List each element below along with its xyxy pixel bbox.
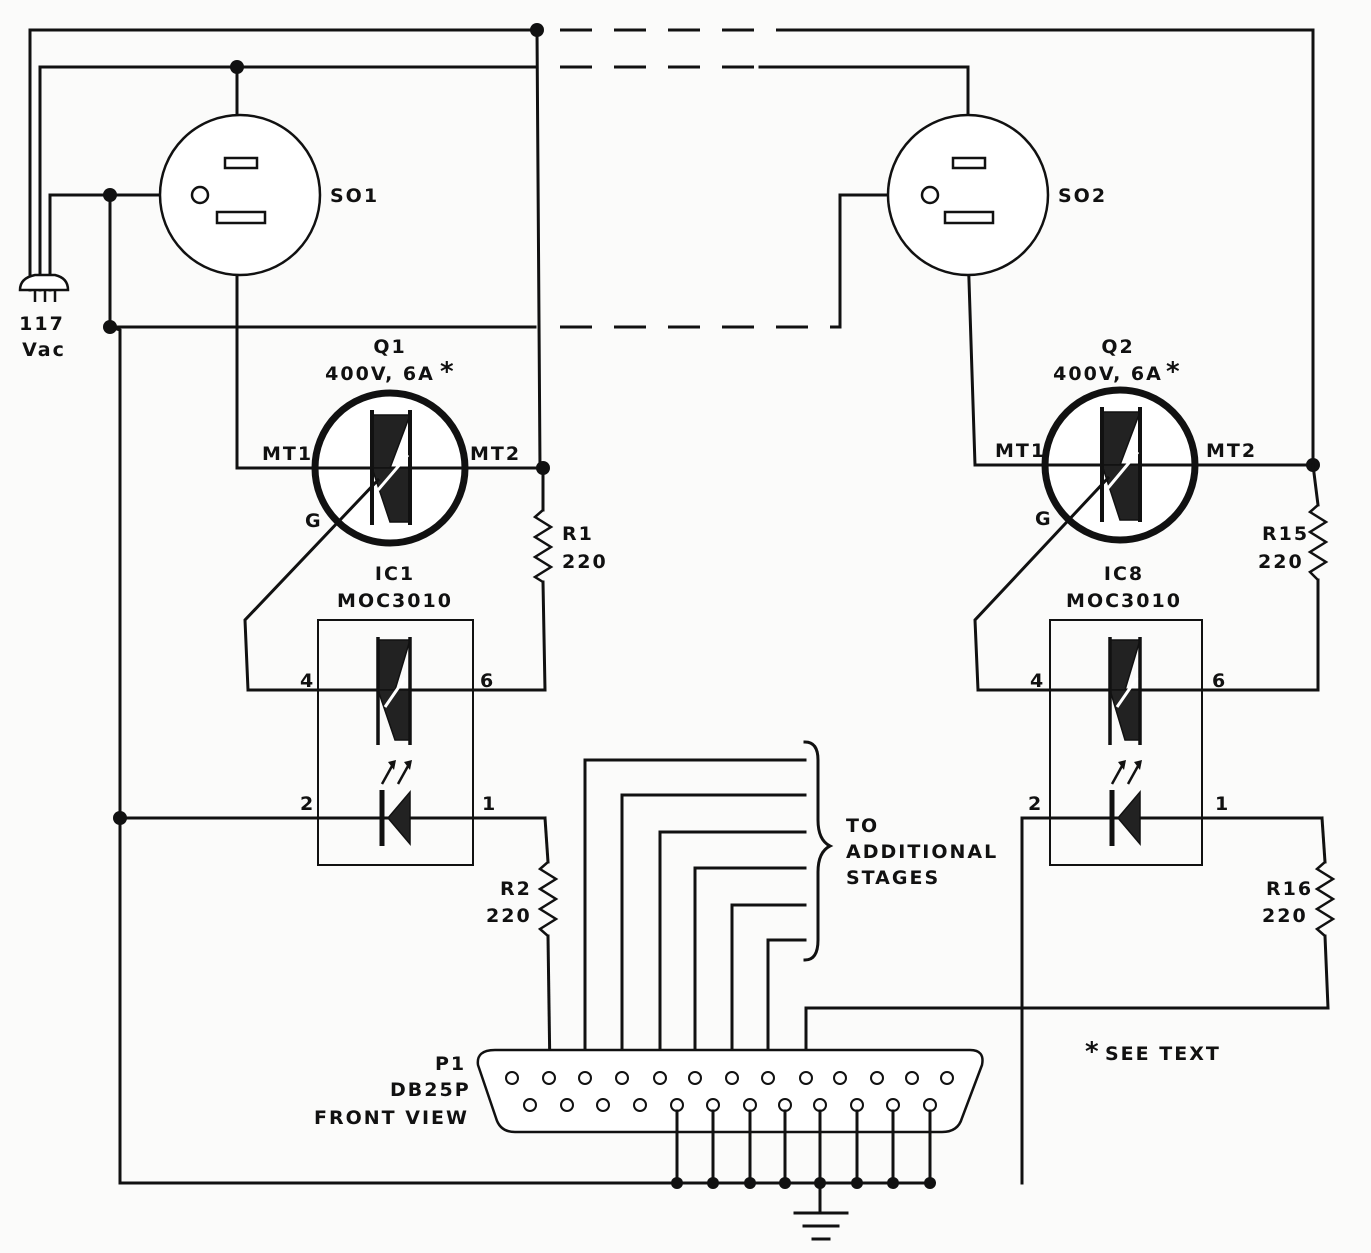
socket-so1: SO1 xyxy=(158,113,379,277)
p1-type: DB25P xyxy=(390,1079,471,1101)
additional-line-2: ADDITIONAL xyxy=(846,841,998,863)
note-asterisk: * xyxy=(1085,1037,1099,1067)
r2-value: 220 xyxy=(486,905,532,927)
r15-ref: R15 xyxy=(1262,523,1309,545)
q2-ref: Q2 xyxy=(1101,336,1134,358)
ic8-pin-2: 2 xyxy=(1028,793,1043,815)
ic8-pin-1: 1 xyxy=(1215,793,1230,815)
r16-ref: R16 xyxy=(1266,878,1313,900)
ic8-ref: IC8 xyxy=(1104,563,1144,585)
p1-ref: P1 xyxy=(435,1053,466,1075)
see-text-note: * SEE TEXT xyxy=(1085,1037,1221,1067)
so1-label: SO1 xyxy=(330,185,379,207)
triac-q2: Q2 400V, 6A * MT1 MT2 G xyxy=(973,336,1315,692)
so2-label: SO2 xyxy=(1058,185,1107,207)
r15-value: 220 xyxy=(1258,551,1304,573)
q2-rating: 400V, 6A xyxy=(1053,363,1163,385)
resistor-r15: R15 220 xyxy=(1198,463,1329,692)
q1-ref: Q1 xyxy=(373,336,406,358)
r1-ref: R1 xyxy=(562,523,594,545)
db25-top-row xyxy=(505,1071,954,1085)
q1-mt1-label: MT1 xyxy=(262,443,313,465)
optocoupler-ic8: IC8 MOC3010 4 6 2 1 xyxy=(976,563,1324,1185)
ic1-ref: IC1 xyxy=(375,563,415,585)
ic1-pin-1: 1 xyxy=(482,793,497,815)
r1-value: 220 xyxy=(562,551,608,573)
ic8-pin-6: 6 xyxy=(1212,670,1227,692)
ic8-part: MOC3010 xyxy=(1066,590,1182,612)
ic1-part: MOC3010 xyxy=(337,590,453,612)
resistor-r16: R16 220 xyxy=(804,816,1336,1077)
ic1-pin-6: 6 xyxy=(480,670,495,692)
db25-connector: P1 DB25P FRONT VIEW xyxy=(314,1048,984,1189)
q2-mt2-label: MT2 xyxy=(1206,440,1257,462)
ic1-pin-2: 2 xyxy=(300,793,315,815)
plug-voltage: 117 xyxy=(19,313,65,335)
additional-stage-lines: TO ADDITIONAL STAGES xyxy=(583,740,998,1077)
ic1-pin-4: 4 xyxy=(300,670,315,692)
mains-plug: 117 Vac xyxy=(18,273,70,361)
note-text: SEE TEXT xyxy=(1105,1043,1221,1065)
q1-rating: 400V, 6A xyxy=(325,363,435,385)
r2-ref: R2 xyxy=(500,878,532,900)
ground-icon xyxy=(793,1181,849,1241)
additional-line-3: STAGES xyxy=(846,867,940,889)
q1-mt2-label: MT2 xyxy=(470,443,521,465)
additional-line-1: TO xyxy=(846,815,879,837)
optocoupler-ic1: IC1 MOC3010 4 6 2 1 xyxy=(118,563,547,866)
junction-dots xyxy=(103,23,1320,825)
p1-view: FRONT VIEW xyxy=(314,1107,469,1129)
q2-gate-label: G xyxy=(1035,508,1053,530)
q2-asterisk: * xyxy=(1166,357,1180,387)
plug-unit: Vac xyxy=(22,339,66,361)
resistor-r2: R2 220 xyxy=(486,816,559,1077)
triac-q1: Q1 400V, 6A * MT1 MT2 G xyxy=(243,336,545,692)
q2-mt1-label: MT1 xyxy=(995,440,1046,462)
socket-so2: SO2 xyxy=(886,113,1107,277)
r16-value: 220 xyxy=(1262,905,1308,927)
ic8-pin-4: 4 xyxy=(1030,670,1045,692)
q1-gate-label: G xyxy=(305,510,323,532)
resistor-r1: R1 220 xyxy=(468,466,608,692)
q1-asterisk: * xyxy=(440,357,454,387)
